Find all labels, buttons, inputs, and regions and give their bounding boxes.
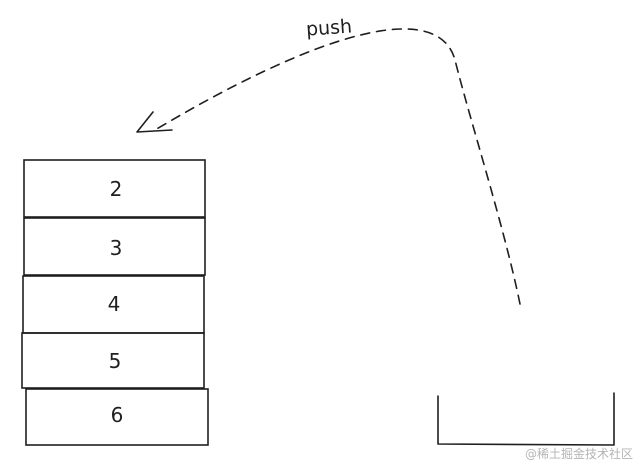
watermark: @稀土掘金技术社区 <box>525 446 633 461</box>
stack-item: 4 <box>22 275 205 334</box>
stack: 2 3 4 5 6 <box>21 159 209 446</box>
stack-item: 6 <box>25 388 209 446</box>
stack-item-label: 2 <box>110 177 123 201</box>
stack-item-label: 3 <box>110 236 123 260</box>
push-label: push <box>305 15 352 40</box>
stack-item: 3 <box>23 217 206 276</box>
empty-container <box>437 392 615 446</box>
stack-item: 2 <box>23 159 206 218</box>
push-arrow-head <box>136 111 173 133</box>
push-arrow <box>154 28 521 305</box>
stack-item-label: 6 <box>111 403 124 427</box>
stack-item: 5 <box>21 332 205 389</box>
stack-item-label: 4 <box>108 292 121 316</box>
stack-item-label: 5 <box>109 349 122 373</box>
